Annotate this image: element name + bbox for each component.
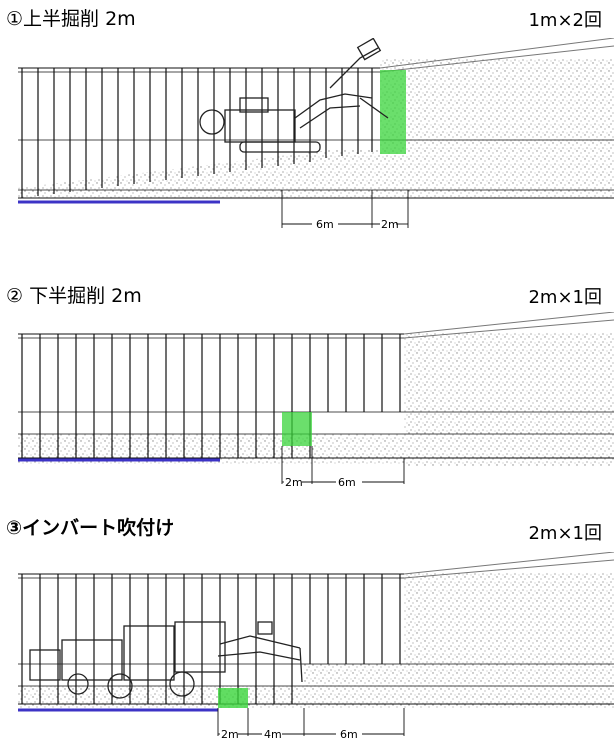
step2-dim-2m: 2m bbox=[285, 476, 303, 489]
step1-dim-6m: 6m bbox=[316, 218, 334, 231]
step3-dim-4m: 4m bbox=[264, 728, 282, 740]
step1-count: 1m×2回 bbox=[528, 10, 602, 31]
step3-dim-6m: 6m bbox=[340, 728, 358, 740]
step3-dim-2m: 2m bbox=[221, 728, 239, 740]
step3-count: 2m×1回 bbox=[528, 523, 602, 544]
step2-heading: ② 下半掘削 2m bbox=[6, 285, 142, 307]
excavation-zone bbox=[380, 70, 406, 154]
bench-rock bbox=[18, 150, 614, 198]
step1-svg: 6m 2m bbox=[18, 38, 614, 231]
steel-supports bbox=[21, 574, 401, 704]
steel-supports bbox=[21, 334, 401, 458]
step3-diagram: 2m 4m 6m bbox=[0, 552, 614, 740]
step3-heading: ③インバート吹付け bbox=[6, 517, 175, 539]
invert-spray-zone bbox=[218, 688, 248, 708]
dimension-lines bbox=[281, 190, 409, 228]
dimension-lines bbox=[217, 708, 405, 736]
step1-diagram: 6m 2m bbox=[0, 38, 614, 238]
step2-diagram: 2m 6m bbox=[0, 312, 614, 492]
rock-mass bbox=[380, 58, 614, 150]
dimension-lines bbox=[281, 446, 405, 484]
excavator-machine bbox=[199, 38, 389, 153]
step1-dim-2m: 2m bbox=[381, 218, 399, 231]
step3-svg: 2m 4m 6m bbox=[18, 552, 614, 740]
step2-count: 2m×1回 bbox=[528, 287, 602, 308]
step1-heading: ①上半掘削 2m bbox=[6, 8, 136, 30]
excavation-zone bbox=[282, 412, 312, 446]
shotcrete-machine bbox=[29, 621, 303, 699]
step2-svg: 2m 6m bbox=[18, 312, 614, 489]
steel-supports bbox=[21, 68, 373, 198]
step2-dim-6m: 6m bbox=[338, 476, 356, 489]
rock-mass bbox=[404, 572, 614, 708]
